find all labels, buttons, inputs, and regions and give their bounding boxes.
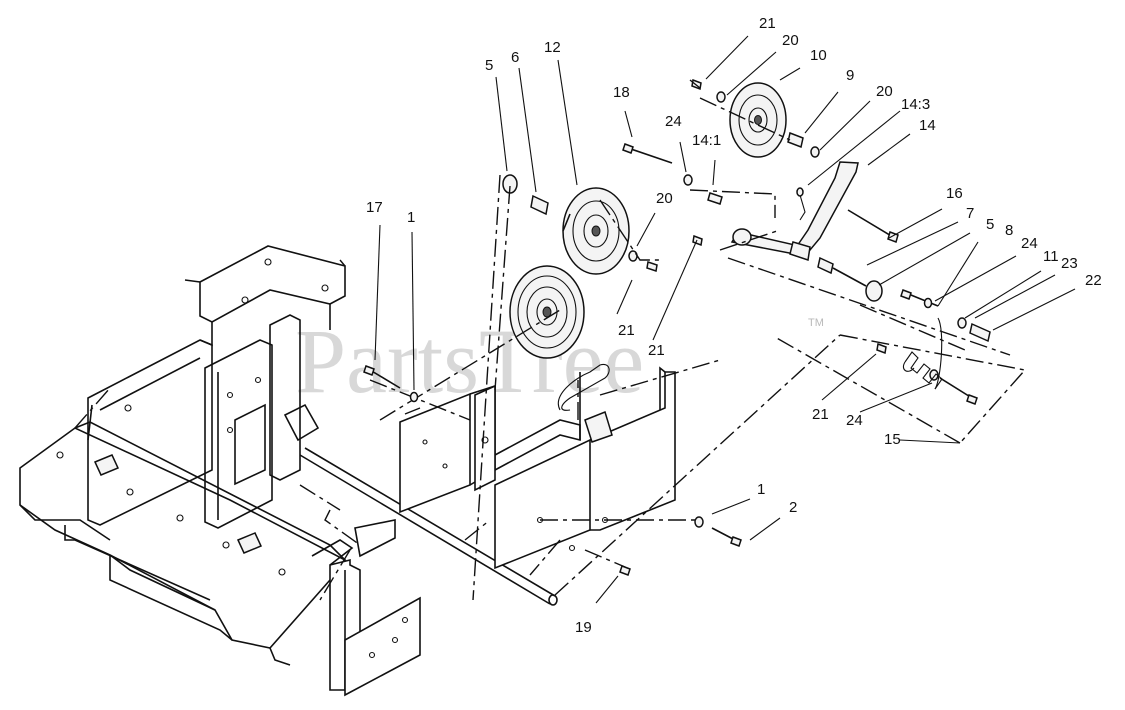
callout-1-left: 1	[407, 209, 415, 226]
callout-20-pulley: 20	[656, 190, 673, 207]
callout-21-mid: 21	[648, 342, 665, 359]
callout-20-top: 20	[782, 32, 799, 49]
main-frame-assembly	[19, 245, 558, 697]
callout-24-top: 24	[665, 113, 682, 130]
callout-1-right: 1	[757, 481, 765, 498]
callout-5-left: 5	[485, 57, 493, 74]
callout-21-top: 21	[759, 15, 776, 32]
callout-8: 8	[1005, 222, 1013, 239]
callout-23: 23	[1061, 255, 1078, 272]
callout-2: 2	[789, 499, 797, 516]
callout-14: 14	[919, 117, 936, 134]
callout-20-mid: 20	[876, 83, 893, 100]
callout-21-low: 21	[812, 406, 829, 423]
pulley-double	[509, 265, 585, 359]
callout-18: 18	[613, 84, 630, 101]
callout-labels: 21 20 10 9 20 14:3 14 5 6 12 18 24 14:1 …	[366, 15, 1102, 636]
hardware-pulley-stack	[502, 78, 820, 272]
callout-12: 12	[544, 39, 561, 56]
pulley-12	[562, 187, 630, 275]
callout-19: 19	[575, 619, 592, 636]
callout-22: 22	[1085, 272, 1102, 289]
callout-15: 15	[884, 431, 901, 448]
callout-17: 17	[366, 199, 383, 216]
watermark-tm: TM	[808, 317, 824, 329]
callout-7: 7	[966, 205, 974, 222]
callout-24-low: 24	[846, 412, 863, 429]
callout-11: 11	[1043, 248, 1059, 265]
callout-5-right: 5	[986, 216, 994, 233]
idler-hardware	[817, 209, 991, 405]
callout-10: 10	[810, 47, 827, 64]
assembly-dash-lines	[74, 79, 1027, 601]
callout-21-left: 21	[618, 322, 635, 339]
callout-6: 6	[511, 49, 519, 66]
callout-16: 16	[946, 185, 963, 202]
callout-14-1: 14:1	[692, 132, 721, 149]
fasteners-misc	[363, 365, 742, 576]
pulley-10	[729, 82, 787, 158]
leader-lines	[374, 35, 1076, 604]
callout-9: 9	[846, 67, 854, 84]
idler-arm-14	[730, 161, 859, 261]
callout-14-3: 14:3	[901, 96, 930, 113]
mounting-bracket-left	[399, 372, 581, 514]
callout-24-right: 24	[1021, 235, 1038, 252]
mounting-bracket-right	[494, 363, 676, 570]
